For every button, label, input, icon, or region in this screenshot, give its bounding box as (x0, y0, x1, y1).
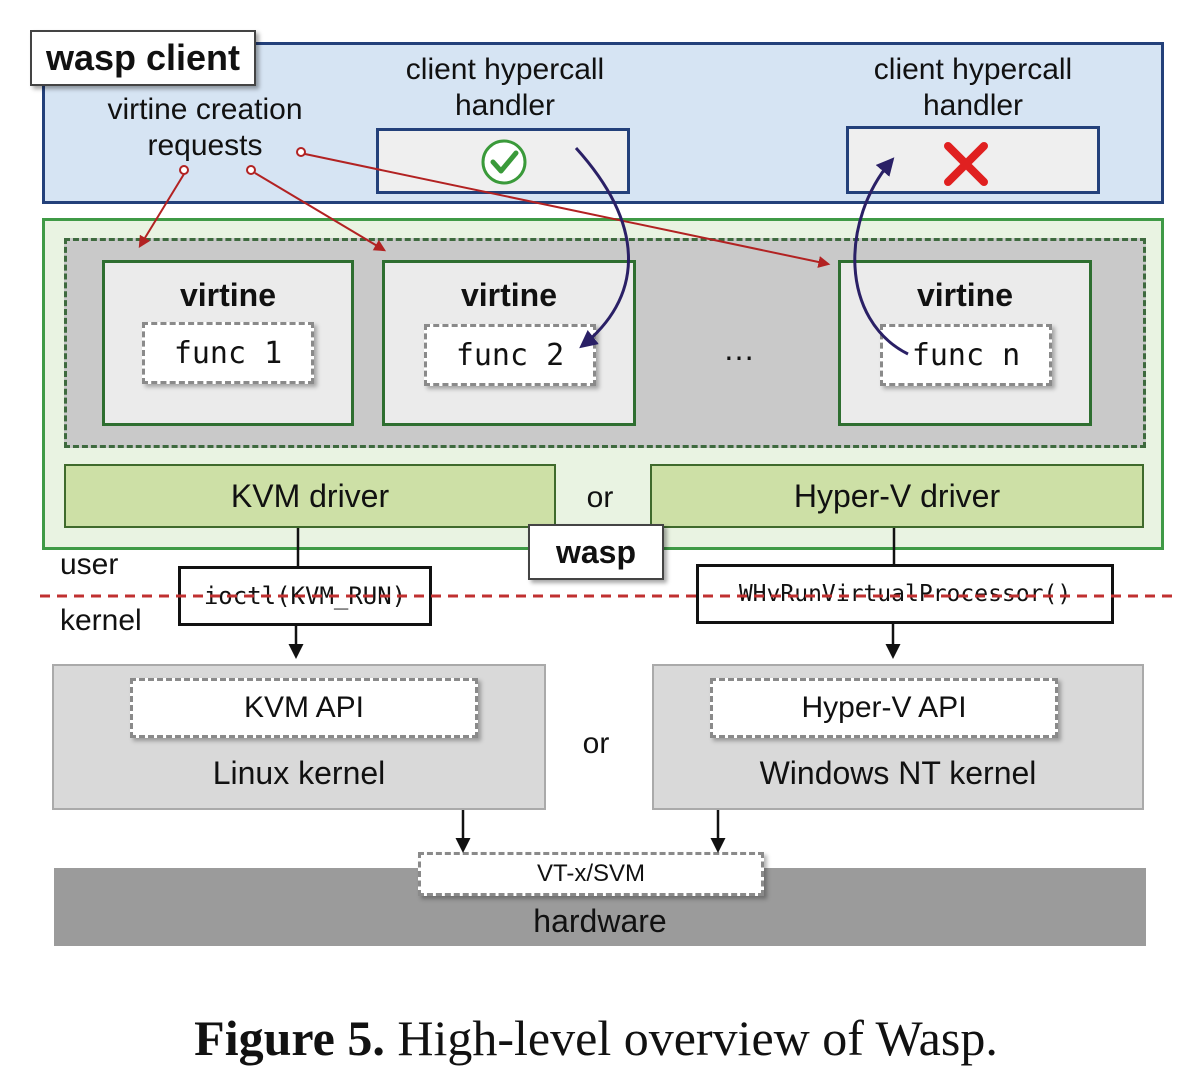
virtine-n-func: func n (880, 324, 1052, 386)
virtine-2-func: func 2 (424, 324, 596, 386)
check-circle-icon (481, 139, 527, 185)
caption-text: High-level overview of Wasp. (384, 1010, 998, 1066)
hyperv-driver: Hyper-V driver (650, 464, 1144, 528)
virtine-creation-label: virtine creation requests (107, 93, 303, 162)
kernel-space-label: kernel (60, 604, 142, 637)
virtine-n-label: virtine (916, 276, 1014, 313)
virtine-1-label: virtine (179, 276, 277, 313)
virtine-1-func: func 1 (142, 322, 314, 384)
layer-connectors (288, 528, 901, 853)
virtine-2-label: virtine (460, 276, 558, 313)
hardware-label: hardware (533, 902, 667, 939)
red-x-icon (944, 142, 988, 186)
handler-label-left: client hypercall handler (405, 53, 605, 122)
hyperv-api: Hyper-V API (710, 678, 1058, 738)
hypercall-arrows (574, 146, 909, 356)
virtine-ellipsis: … (723, 330, 755, 367)
kvm-driver: KVM driver (64, 464, 556, 528)
kernel-or-label: or (582, 727, 610, 760)
caption-prefix: Figure 5. (194, 1010, 385, 1066)
whv-run-syscall: WHvRunVirtualProcessor() (696, 564, 1114, 624)
vtx-svm-extension: VT-x/SVM (418, 852, 764, 896)
windows-nt-kernel-label: Windows NT kernel (759, 754, 1037, 791)
creation-request-arrows (138, 147, 831, 268)
driver-or-label: or (586, 481, 614, 514)
wasp-client-title: wasp client (30, 30, 256, 86)
handler-label-right: client hypercall handler (873, 53, 1073, 122)
figure-caption: Figure 5. High-level overview of Wasp. (0, 1006, 1192, 1070)
kvm-api: KVM API (130, 678, 478, 738)
linux-kernel-label: Linux kernel (212, 754, 386, 791)
wasp-title: wasp (528, 524, 664, 580)
user-space-label: user (60, 548, 119, 581)
